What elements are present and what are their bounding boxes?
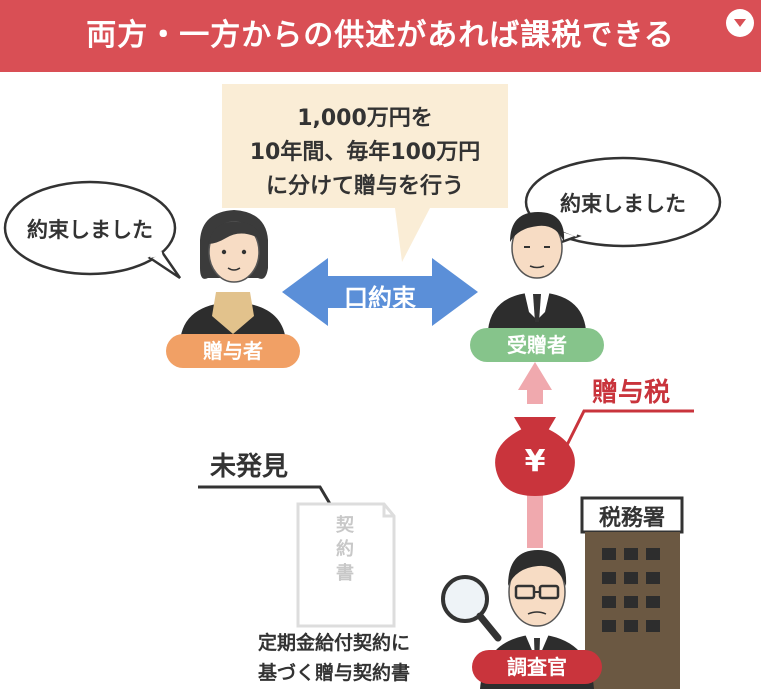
verbal-promise-label: 口約束 xyxy=(344,284,416,312)
investigator-badge: 調査官 xyxy=(472,650,602,684)
speech-bubble-right xyxy=(524,156,722,248)
agreement-line-1: 1,000万円を xyxy=(297,106,433,131)
document-text: 契約書 xyxy=(336,515,354,584)
gift-tax-connector xyxy=(564,409,694,448)
document-caption: 定期金給付契約に 基づく贈与契約書 xyxy=(258,628,410,688)
agreement-line-2: 10年間、毎年100万円 xyxy=(249,140,481,165)
document-caption-line-2: 基づく贈与契約書 xyxy=(258,662,411,684)
donor-badge: 贈与者 xyxy=(166,334,300,368)
gift-tax-label: 贈与税 xyxy=(592,378,671,408)
speech-bubble-left xyxy=(3,180,177,276)
speech-left-text: 約束しました xyxy=(27,218,153,242)
agreement-text: 1,000万円を 10年間、毎年100万円 に分けて贈与を行う xyxy=(222,102,508,204)
document-caption-line-1: 定期金給付契約に xyxy=(258,632,411,654)
up-arrow xyxy=(518,362,552,404)
yen-symbol: ¥ xyxy=(524,444,546,479)
agreement-callout xyxy=(222,84,508,262)
recipient-avatar xyxy=(488,212,586,330)
money-bag-icon xyxy=(495,417,575,496)
undiscovered-label: 未発見 xyxy=(210,452,289,482)
header-bar: 両方・一方からの供述があれば課税できる xyxy=(0,0,761,72)
magnifier-icon xyxy=(441,575,502,642)
donor-avatar xyxy=(180,210,286,342)
tax-office-label: 税務署 xyxy=(598,506,665,531)
contract-document xyxy=(296,502,396,628)
agreement-line-3: に分けて贈与を行う xyxy=(265,174,464,199)
recipient-badge: 受贈者 xyxy=(470,328,604,362)
chevron-down-icon[interactable] xyxy=(726,9,754,37)
verbal-promise-arrow xyxy=(282,258,478,326)
arrow-shaft xyxy=(527,492,543,548)
speech-right-text: 約束しました xyxy=(560,192,686,216)
illustration: 1,000万円を 10年間、毎年100万円 に分けて贈与を行う 約束しました 約… xyxy=(0,72,761,689)
page-title: 両方・一方からの供述があれば課税できる xyxy=(86,18,675,53)
